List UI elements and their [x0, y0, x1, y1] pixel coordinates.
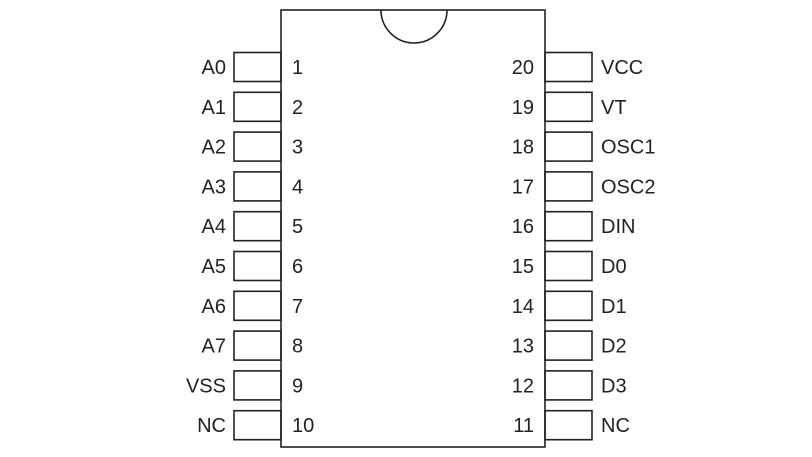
pin-number: 9 [292, 375, 303, 397]
pin-number: 5 [292, 216, 303, 238]
pin-lead [233, 370, 282, 401]
pin-name: NC [601, 415, 630, 437]
left-pin-2: A1 2 [202, 91, 303, 123]
pin-number: 7 [292, 296, 303, 318]
pin-name: VSS [186, 375, 226, 397]
pin-lead [233, 330, 282, 361]
pin-name: A0 [202, 57, 226, 79]
pin-number: 13 [512, 336, 534, 358]
right-pin-20: VCC 20 [512, 51, 643, 83]
pin-name: A3 [202, 176, 226, 198]
pin-lead [544, 330, 593, 361]
pin-number: 19 [512, 97, 534, 119]
pin-name: OSC1 [601, 137, 655, 159]
pin-number: 15 [512, 256, 534, 278]
pin-lead [233, 171, 282, 202]
pin-number: 1 [292, 57, 303, 79]
pin-lead [544, 370, 593, 401]
pin-name: D3 [601, 375, 627, 397]
right-pin-16: DIN 16 [512, 210, 635, 242]
pin-name: NC [197, 415, 226, 437]
pin-name: A2 [202, 137, 226, 159]
pin-lead [544, 171, 593, 202]
pin-lead [544, 290, 593, 322]
pin-name: OSC2 [601, 176, 655, 198]
pin-number: 11 [513, 415, 534, 437]
left-pin-8: A7 8 [202, 330, 303, 361]
pin-number: 2 [292, 97, 303, 119]
left-pin-6: A5 6 [202, 250, 303, 282]
left-pin-1: A0 1 [202, 51, 303, 83]
pin-number: 20 [512, 57, 534, 79]
pin-number: 18 [512, 137, 534, 159]
right-pin-18: OSC1 18 [512, 131, 655, 162]
pin-number: 12 [512, 375, 534, 397]
pin-name: D0 [601, 256, 627, 278]
pin-lead [233, 210, 282, 242]
right-pin-13: D2 13 [512, 330, 627, 361]
pin-number: 14 [512, 296, 534, 318]
pin-lead [544, 210, 593, 242]
right-pin-11: NC 11 [513, 409, 630, 441]
pin-name: DIN [601, 216, 635, 238]
pin-name: A7 [202, 336, 226, 358]
pin-lead [233, 91, 282, 123]
pin-number: 4 [292, 176, 303, 198]
right-pin-12: D3 12 [512, 370, 627, 401]
pin-number: 17 [512, 176, 534, 198]
left-pin-9: VSS 9 [186, 370, 303, 401]
pin-number: 8 [292, 336, 303, 358]
pin-lead [233, 290, 282, 322]
pin-lead [544, 250, 593, 282]
pin-lead [544, 91, 593, 123]
left-pin-4: A3 4 [202, 171, 303, 202]
pin-name: VT [601, 97, 627, 119]
pin-name: A1 [202, 97, 226, 119]
pin-lead [233, 409, 282, 441]
pin-number: 3 [292, 137, 303, 159]
pin-lead [233, 250, 282, 282]
pin-name: VCC [601, 57, 643, 79]
pin-name: A6 [202, 296, 226, 318]
right-pin-17: OSC2 17 [512, 171, 655, 202]
right-pin-15: D0 15 [512, 250, 627, 282]
pin-name: A4 [202, 216, 226, 238]
pin-name: A5 [202, 256, 226, 278]
right-pin-19: VT 19 [512, 91, 627, 123]
pin-name: D1 [601, 296, 627, 318]
left-pin-7: A6 7 [202, 290, 303, 322]
left-pin-3: A2 3 [202, 131, 303, 162]
left-pin-5: A4 5 [202, 210, 303, 242]
pin-number: 6 [292, 256, 303, 278]
pin-lead [233, 131, 282, 162]
pin-number: 10 [292, 415, 314, 437]
pin-lead [544, 409, 593, 441]
pin-lead [544, 131, 593, 162]
right-pin-14: D1 14 [512, 290, 627, 322]
pin-lead [544, 51, 593, 83]
pin-lead [233, 51, 282, 83]
left-pin-10: NC 10 [197, 409, 314, 441]
pin-number: 16 [512, 216, 534, 238]
ic-body [280, 9, 546, 448]
orientation-notch [380, 9, 448, 44]
pin-name: D2 [601, 336, 627, 358]
